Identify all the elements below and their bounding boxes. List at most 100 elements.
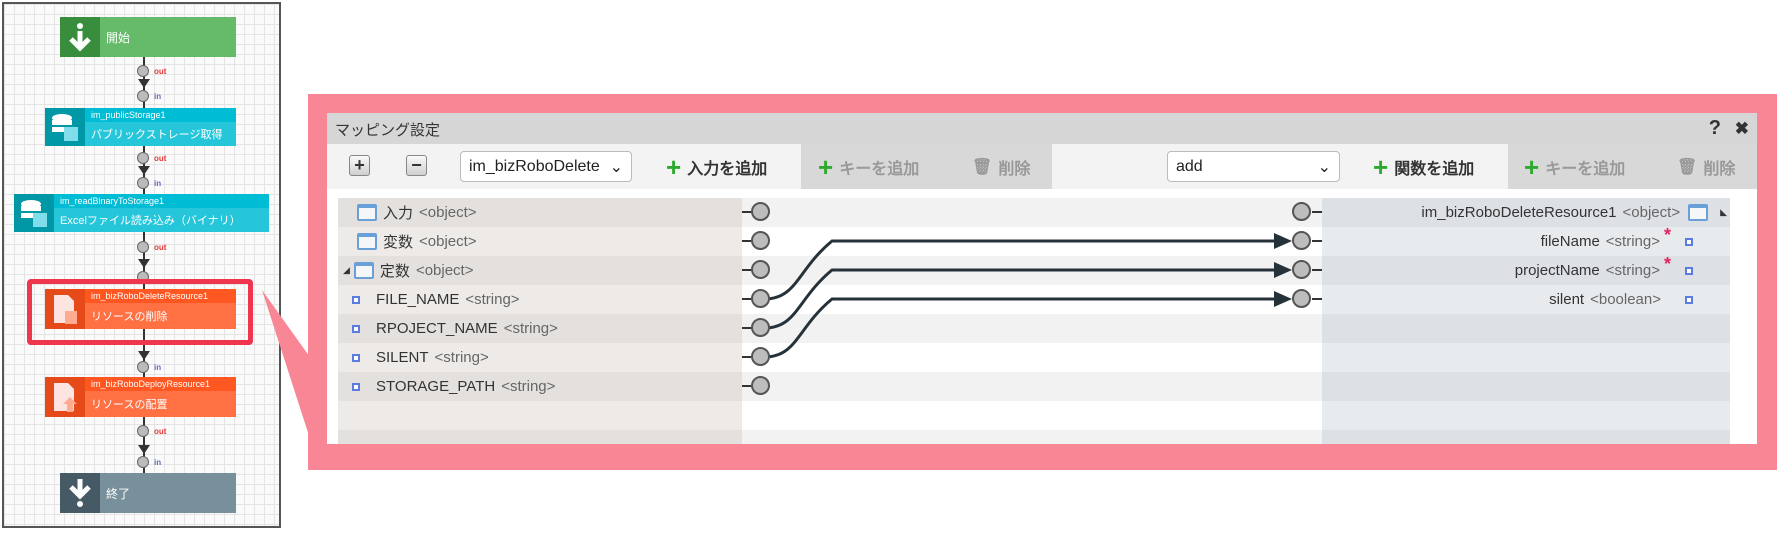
type-label: <string> <box>1605 233 1660 250</box>
in-port[interactable] <box>137 177 149 189</box>
delete-label: 削除 <box>1703 160 1736 178</box>
tree-item-input[interactable]: 入力<object> <box>357 198 477 227</box>
output-tree <box>1322 198 1730 444</box>
arrowhead-icon <box>1274 262 1292 278</box>
port-stub <box>1312 269 1322 271</box>
name-label: 変数 <box>383 234 414 251</box>
add-input-label: 入力を追加 <box>687 160 768 178</box>
tree-item-file-name[interactable]: FILE_NAME<string> <box>352 285 520 314</box>
type-label: <string> <box>503 320 558 337</box>
close-icon[interactable]: ✖ <box>1734 119 1749 138</box>
in-port[interactable] <box>137 456 149 468</box>
mapping-dialog: マッピング設定 ? ✖ + − im_bizRoboDelete⌄ +入力を追加… <box>327 113 1757 444</box>
left-disabled-group <box>801 144 1052 189</box>
arrowhead-icon <box>1274 233 1292 249</box>
in-port[interactable] <box>137 90 149 102</box>
port-stub <box>742 356 752 358</box>
input-port[interactable] <box>751 231 770 250</box>
input-port[interactable] <box>751 376 770 395</box>
add-input-button[interactable]: +入力を追加 <box>666 144 767 189</box>
add-function-label: 関数を追加 <box>1394 160 1475 178</box>
out-port[interactable] <box>137 152 149 164</box>
flow-canvas[interactable]: out in out in out in out in 開始 im_public… <box>2 2 281 528</box>
tree-item-project-name-out[interactable]: projectName<string>* <box>1515 254 1693 285</box>
tree-item-project-name[interactable]: RPOJECT_NAME<string> <box>352 314 558 343</box>
function-select-value: add <box>1176 157 1203 175</box>
node-label: 開始 <box>106 30 131 45</box>
port-label: in <box>154 458 162 467</box>
delete-left-button[interactable]: 🗑削除 <box>972 144 1030 189</box>
in-port[interactable] <box>137 361 149 373</box>
expand-all-button[interactable]: + <box>349 155 370 176</box>
function-select[interactable]: add⌄ <box>1167 151 1340 182</box>
input-port[interactable] <box>751 289 770 308</box>
field-icon <box>1685 237 1693 246</box>
input-port[interactable] <box>751 347 770 366</box>
node-label: リソースの削除 <box>91 311 168 323</box>
help-icon[interactable]: ? <box>1708 117 1721 139</box>
mapping-line <box>763 297 1282 359</box>
name-label: STORAGE_PATH <box>376 378 496 395</box>
input-port[interactable] <box>751 202 770 221</box>
port-stub <box>1312 240 1322 242</box>
field-icon <box>1685 295 1693 304</box>
port-label: in <box>154 363 162 372</box>
node-title: im_bizRoboDeployResource1 <box>85 377 236 391</box>
delete-right-button[interactable]: 🗑 削除 <box>1677 144 1735 189</box>
input-port[interactable] <box>751 260 770 279</box>
type-label: <string> <box>434 349 489 366</box>
port-stub <box>742 327 752 329</box>
node-start[interactable]: 開始 <box>60 17 236 57</box>
required-mark: * <box>1663 254 1671 274</box>
name-label: im_bizRoboDeleteResource1 <box>1421 204 1617 221</box>
add-function-button[interactable]: +関数を追加 <box>1373 144 1474 189</box>
field-icon <box>352 324 360 333</box>
tree-item-storage-path[interactable]: STORAGE_PATH<string> <box>352 372 555 401</box>
output-port[interactable] <box>1292 202 1311 221</box>
object-icon <box>1688 204 1709 221</box>
out-port[interactable] <box>137 425 149 437</box>
port-stub <box>742 298 752 300</box>
tree-item-file-name-out[interactable]: fileName<string>* <box>1541 225 1693 256</box>
arrow-icon <box>138 166 150 175</box>
arrow-icon <box>138 351 150 360</box>
name-label: FILE_NAME <box>376 291 460 308</box>
tree-item-silent-out[interactable]: silent<boolean> <box>1549 285 1693 314</box>
add-key-left-button[interactable]: +キーを追加 <box>818 144 919 189</box>
tree-item-output-root[interactable]: im_bizRoboDeleteResource1<object>◣ <box>1421 198 1727 227</box>
callout-pointer <box>262 290 312 445</box>
add-key-label: キーを追加 <box>1545 160 1626 178</box>
out-port[interactable] <box>137 241 149 253</box>
port-stub <box>742 385 752 387</box>
output-port[interactable] <box>1292 260 1311 279</box>
add-key-right-button[interactable]: +キーを追加 <box>1524 144 1625 189</box>
trash-icon: 🗑 <box>972 158 993 176</box>
tree-item-silent[interactable]: SILENT<string> <box>352 343 489 372</box>
dialog-titlebar: マッピング設定 ? ✖ <box>327 113 1757 144</box>
database-icon <box>14 194 54 232</box>
node-end[interactable]: 終了 <box>60 473 236 513</box>
trash-icon: 🗑 <box>1677 158 1698 176</box>
input-port[interactable] <box>751 318 770 337</box>
out-port[interactable] <box>137 65 149 77</box>
field-icon <box>352 382 360 391</box>
output-port[interactable] <box>1292 231 1311 250</box>
file-delete-icon <box>45 289 85 329</box>
type-label: <object> <box>419 204 477 221</box>
input-select[interactable]: im_bizRoboDelete⌄ <box>460 151 632 182</box>
tree-item-variables[interactable]: 変数<object> <box>357 227 477 256</box>
collapse-all-button[interactable]: − <box>406 155 427 176</box>
expand-triangle-icon[interactable]: ◢ <box>343 265 350 275</box>
arrow-down-end-icon <box>60 473 100 513</box>
port-label: in <box>154 92 162 101</box>
required-mark: * <box>1663 225 1671 245</box>
dialog-toolbar: + − im_bizRoboDelete⌄ +入力を追加 +キーを追加 🗑削除 … <box>327 144 1757 189</box>
tree-item-constants[interactable]: ◢定数<object> <box>343 256 473 285</box>
collapse-triangle-icon[interactable]: ◣ <box>1720 207 1727 217</box>
arrow-icon <box>138 259 150 268</box>
output-port[interactable] <box>1292 289 1311 308</box>
